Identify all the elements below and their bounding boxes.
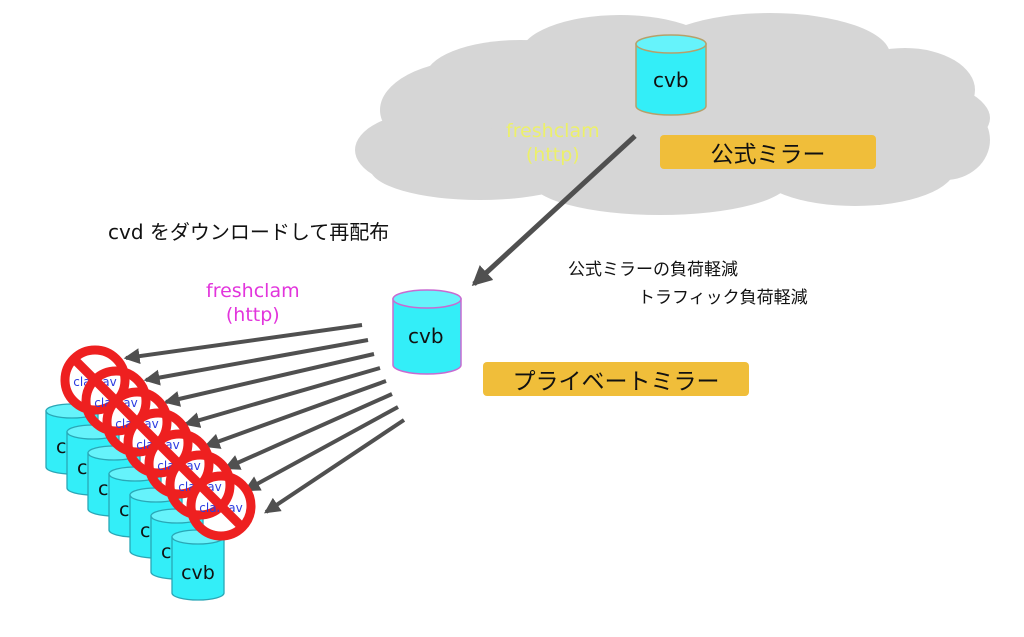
distribution-arrow (143, 338, 369, 386)
official-db-cylinder (635, 34, 707, 116)
headline-text: cvd をダウンロードして再配布 (108, 220, 390, 244)
distribution-arrow (123, 323, 363, 365)
distribution-arrows (123, 323, 406, 514)
official-mirror-badge: 公式ミラー (660, 135, 876, 169)
benefit-traffic-load: トラフィック負荷軽減 (638, 288, 808, 308)
official-protocol-name: freshclam (506, 120, 600, 142)
distribution-arrow (223, 392, 393, 470)
official-protocol-scheme: (http) (525, 143, 580, 166)
client-db-label: c (140, 520, 150, 542)
client-db-label: c (56, 436, 66, 458)
official-db-label: cvb (653, 68, 689, 92)
official-protocol-label: freshclam (http) (506, 120, 600, 168)
benefit-official-load: 公式ミラーの負荷軽減 (568, 260, 738, 280)
private-protocol-label: freshclam (http) (206, 280, 300, 328)
distribution-arrow (203, 379, 387, 449)
distribution-arrow (163, 352, 375, 407)
distribution-arrow (243, 405, 399, 492)
client-db-cylinder: cvb (171, 529, 225, 601)
client-db-label: cvb (181, 562, 215, 584)
prohibited-icon: clamav (186, 471, 256, 541)
sync-arrow (471, 134, 637, 287)
private-db-label: cvb (408, 324, 444, 348)
client-group: cccccccvbclamavclamavclamavclamavclamavc… (45, 345, 256, 601)
client-db-label: c (98, 478, 108, 500)
client-db-label: c (161, 541, 171, 563)
private-db-cylinder (392, 289, 462, 375)
client-db-label: c (119, 499, 129, 521)
private-protocol-name: freshclam (206, 280, 300, 302)
client-db-label: c (77, 457, 87, 479)
distribution-arrow (183, 366, 381, 428)
private-protocol-scheme: (http) (225, 303, 280, 326)
private-mirror-badge: プライベートミラー (483, 362, 749, 396)
distribution-arrow (264, 418, 406, 514)
